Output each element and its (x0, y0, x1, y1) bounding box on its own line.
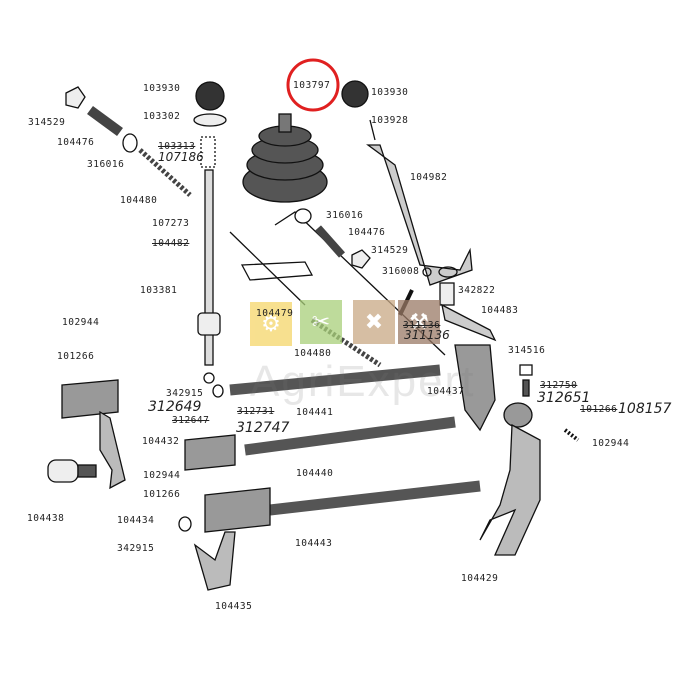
handwritten-part-label: 312747 (236, 420, 290, 436)
part-label: 103302 (143, 111, 181, 122)
handwritten-part-label: 312649 (148, 399, 202, 415)
tractor-icon: ⚙ (250, 302, 292, 346)
part-label-struck: 312750 (540, 380, 578, 391)
part-label: 102944 (143, 470, 181, 481)
part-label: 316008 (382, 266, 420, 277)
part-label: 104437 (427, 386, 465, 397)
part-label-struck: 311136 (403, 320, 441, 331)
part-label: 314529 (28, 117, 66, 128)
part-label: 314516 (508, 345, 546, 356)
part-label: 342915 (166, 388, 204, 399)
spring-107186 (200, 136, 216, 168)
bracket-line (274, 211, 446, 356)
part-label: 314529 (371, 245, 409, 256)
highlight-circle (286, 58, 340, 112)
part-label: 103930 (371, 87, 409, 98)
handwritten-part-label: 312651 (537, 390, 591, 406)
part-label: 103928 (371, 115, 409, 126)
gate-plate (229, 231, 314, 306)
stud-104476 (87, 105, 123, 137)
parts-icon: ⚒ (398, 300, 440, 344)
tools-icon: ✖ (353, 300, 395, 344)
part-label: 101266 (57, 351, 95, 362)
handwritten-part-label: 107186 (158, 150, 204, 164)
part-label: 104476 (57, 137, 95, 148)
knob-left (195, 81, 225, 111)
lever-104982 (366, 119, 473, 286)
part-label: 104438 (27, 513, 65, 524)
mower-icon: ✂ (300, 300, 342, 344)
part-label: 342822 (458, 285, 496, 296)
handwritten-part-label: 108157 (618, 401, 672, 417)
part-label: 104483 (481, 305, 519, 316)
fork-104434 (61, 379, 126, 490)
rod-104441 (229, 364, 441, 396)
part-label: 104432 (142, 436, 180, 447)
gear-lever-shaft (204, 169, 214, 366)
handwritten-part-label: 311136 (404, 328, 450, 342)
highlighted-part-label: 103797 (293, 80, 331, 91)
part-label: 316016 (87, 159, 125, 170)
rubber-boot-103797 (242, 113, 328, 203)
washer-316016 (122, 133, 138, 153)
part-label: 104440 (296, 468, 334, 479)
part-label-struck: 312647 (172, 415, 210, 426)
part-label: 101266 (143, 489, 181, 500)
fork-104435 (193, 487, 271, 591)
part-label: 104441 (296, 407, 334, 418)
part-label-struck: 104482 (152, 238, 190, 249)
part-label: 103381 (140, 285, 178, 296)
part-label: 104480 (294, 348, 332, 359)
part-label-struck: 101266 (580, 404, 618, 415)
part-label: 316016 (326, 210, 364, 221)
part-label: 104476 (348, 227, 386, 238)
nut-314529 (65, 86, 86, 109)
part-label-struck: 312731 (237, 406, 275, 417)
cup-103302 (193, 113, 227, 127)
fork-104437 (454, 344, 496, 432)
part-label: 104435 (215, 601, 253, 612)
rod-104443 (269, 480, 481, 516)
part-label: 103930 (143, 83, 181, 94)
block-104432 (184, 434, 236, 471)
part-label: 342915 (117, 543, 155, 554)
plug-104438 (47, 459, 79, 483)
spring-104480 (138, 148, 192, 197)
part-label: 104479 (256, 308, 294, 319)
collar (197, 312, 221, 336)
part-label: 104480 (120, 195, 158, 206)
part-label-struck: 103313 (158, 141, 196, 152)
part-label: 104429 (461, 573, 499, 584)
knob-right (341, 80, 369, 108)
part-label: 102944 (592, 438, 630, 449)
part-label: 102944 (62, 317, 100, 328)
rod-104440 (244, 416, 456, 456)
part-label: 107273 (152, 218, 190, 229)
part-label: 104443 (295, 538, 333, 549)
fork-104429 (479, 402, 541, 556)
part-label: 104982 (410, 172, 448, 183)
part-label: 104434 (117, 515, 155, 526)
watermark-text: AgriExpert (250, 357, 476, 406)
